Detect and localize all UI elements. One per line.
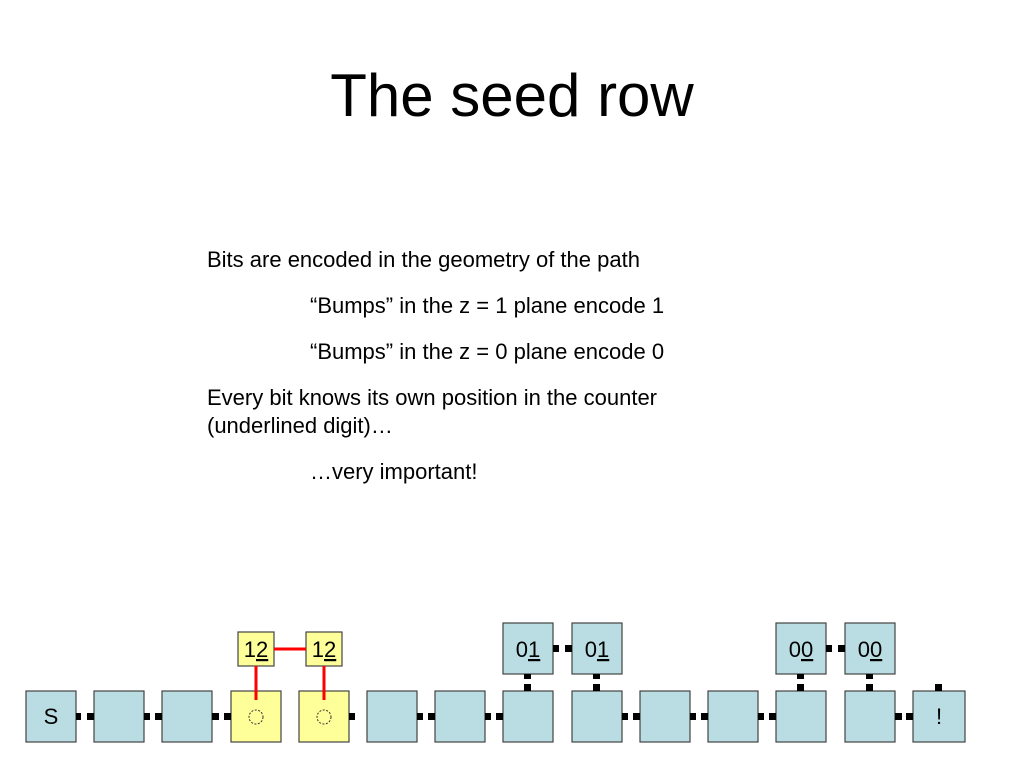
bullet-z0: “Bumps” in the z = 0 plane encode 0 xyxy=(310,339,665,364)
bond xyxy=(593,674,600,679)
seed-label: S xyxy=(44,704,59,729)
bond xyxy=(212,713,219,720)
row-tile xyxy=(366,690,418,743)
end-label: ! xyxy=(936,704,942,729)
bond xyxy=(524,684,531,691)
bond xyxy=(797,684,804,691)
bond xyxy=(895,713,902,720)
row-tile xyxy=(775,690,827,743)
vertical-bonds xyxy=(524,674,942,691)
bond xyxy=(224,713,231,720)
bond xyxy=(690,713,696,720)
bond xyxy=(349,713,355,720)
bond xyxy=(428,713,435,720)
row-tile xyxy=(93,690,145,743)
bond xyxy=(622,713,628,720)
bullet-important: …very important! xyxy=(310,459,478,484)
bond xyxy=(524,674,531,679)
bit-tile xyxy=(237,631,275,667)
bond xyxy=(76,713,81,720)
bit-labels: 12 12 01 01 00 00 xyxy=(244,637,883,662)
bottom-bonds xyxy=(76,713,913,720)
bond xyxy=(633,713,640,720)
bit-label: 01 xyxy=(516,637,541,662)
row-tile xyxy=(639,690,691,743)
bit-label: 12 xyxy=(244,637,269,662)
bond xyxy=(935,684,942,691)
bottom-row xyxy=(25,690,966,743)
bit-label: 12 xyxy=(312,637,337,662)
row-tile xyxy=(707,690,759,743)
slide-title: The seed row xyxy=(330,62,694,129)
bond xyxy=(838,645,845,652)
bond xyxy=(866,684,873,691)
row-tile xyxy=(844,690,896,743)
bond xyxy=(906,713,913,720)
row-tile xyxy=(571,690,623,743)
row-tile xyxy=(161,690,213,743)
bond xyxy=(593,684,600,691)
bit-tile xyxy=(775,622,827,675)
bond xyxy=(797,674,804,679)
bond xyxy=(144,713,150,720)
bond xyxy=(155,713,162,720)
dotted-circle-icon xyxy=(248,709,264,725)
bit-tile xyxy=(844,622,896,675)
bond xyxy=(553,645,559,652)
bond xyxy=(758,713,764,720)
row-tile xyxy=(502,690,554,743)
bond xyxy=(87,713,94,720)
red-glue xyxy=(254,647,326,700)
bond xyxy=(866,674,873,679)
bit-tile xyxy=(571,622,623,675)
bullet-position: Every bit knows its own position in the … xyxy=(207,385,658,438)
bond xyxy=(485,713,491,720)
bond xyxy=(769,713,776,720)
bit-label: 00 xyxy=(858,637,883,662)
dotted-circle-icon xyxy=(316,709,332,725)
upper-tiles xyxy=(237,622,896,675)
bond xyxy=(417,713,423,720)
bond xyxy=(701,713,708,720)
bond xyxy=(496,713,503,720)
slide-body: Bits are encoded in the geometry of the … xyxy=(207,246,767,504)
bond xyxy=(565,645,572,652)
bit-label: 00 xyxy=(789,637,814,662)
bit-label: 01 xyxy=(585,637,610,662)
bullet-z1: “Bumps” in the z = 1 plane encode 1 xyxy=(310,293,665,318)
bond xyxy=(826,645,832,652)
row-tile xyxy=(434,690,486,743)
upper-bonds xyxy=(553,645,845,652)
bullet-geometry: Bits are encoded in the geometry of the … xyxy=(207,247,640,272)
